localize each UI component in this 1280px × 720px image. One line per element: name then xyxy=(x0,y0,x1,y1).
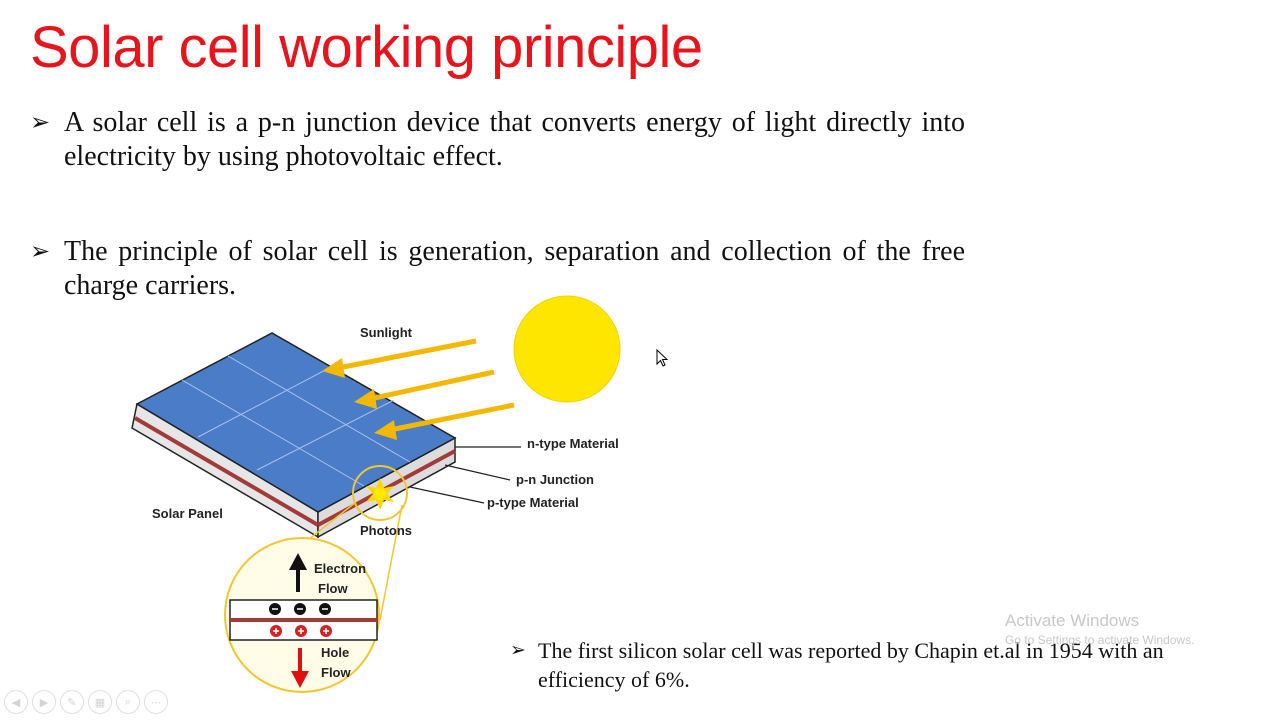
bullet-arrow-icon: ➢ xyxy=(510,640,526,661)
bullet-2: ➢ The principle of solar cell is generat… xyxy=(30,235,965,303)
label-sunlight: Sunlight xyxy=(360,325,413,340)
label-photons: Photons xyxy=(360,523,412,538)
junction-line-left xyxy=(133,416,320,527)
bullet-arrow-icon: ➢ xyxy=(30,110,51,136)
bullet-1: ➢ A solar cell is a p-n junction device … xyxy=(30,106,965,174)
slide-title: Solar cell working principle xyxy=(30,15,703,80)
label-n-type: n-type Material xyxy=(527,436,619,451)
label-p-type: p-type Material xyxy=(487,495,579,510)
bullet-3: ➢ The first silicon solar cell was repor… xyxy=(510,636,1230,694)
slides-icon[interactable]: ▦ xyxy=(88,690,112,714)
zoom-icon[interactable]: ⌕ xyxy=(116,690,140,714)
next-icon[interactable]: ▶ xyxy=(32,690,56,714)
label-solar-panel: Solar Panel xyxy=(152,506,223,521)
prev-icon[interactable]: ◀ xyxy=(4,690,28,714)
more-icon[interactable]: ⋯ xyxy=(144,690,168,714)
label-pointers xyxy=(409,446,521,504)
photon-circle xyxy=(352,465,408,521)
watermark-line-1: Activate Windows xyxy=(1005,611,1140,630)
slideshow-controls: ◀ ▶ ✎ ▦ ⌕ ⋯ xyxy=(4,690,168,714)
label-hole-flow: Flow xyxy=(321,665,351,680)
panel-grid xyxy=(181,355,411,487)
label-electron-flow: Flow xyxy=(318,581,348,596)
pen-icon[interactable]: ✎ xyxy=(60,690,84,714)
magnifier-line-right xyxy=(379,504,403,621)
activation-watermark: Activate Windows Go to Settings to activ… xyxy=(1005,611,1194,647)
bullet-arrow-icon: ➢ xyxy=(30,239,51,265)
electron-flow-arrow-icon xyxy=(289,553,307,592)
bullet-1-text: A solar cell is a p-n junction device th… xyxy=(64,107,965,172)
mouse-pointer-icon xyxy=(656,349,669,367)
photon-burst-icon xyxy=(366,478,394,510)
hole-icons xyxy=(270,625,332,637)
label-electron: Electron xyxy=(314,561,366,576)
label-hole: Hole xyxy=(321,645,349,660)
sun-icon xyxy=(513,295,621,403)
bullet-3-text: The first silicon solar cell was reporte… xyxy=(538,638,1164,692)
electron-icons xyxy=(269,603,331,615)
label-pn-junction: p-n Junction xyxy=(516,472,594,487)
hole-flow-arrow-icon xyxy=(291,648,309,688)
watermark-line-2: Go to Settings to activate Windows. xyxy=(1005,633,1195,647)
sunlight-arrows xyxy=(322,338,515,440)
bullet-2-text: The principle of solar cell is generatio… xyxy=(64,236,965,301)
